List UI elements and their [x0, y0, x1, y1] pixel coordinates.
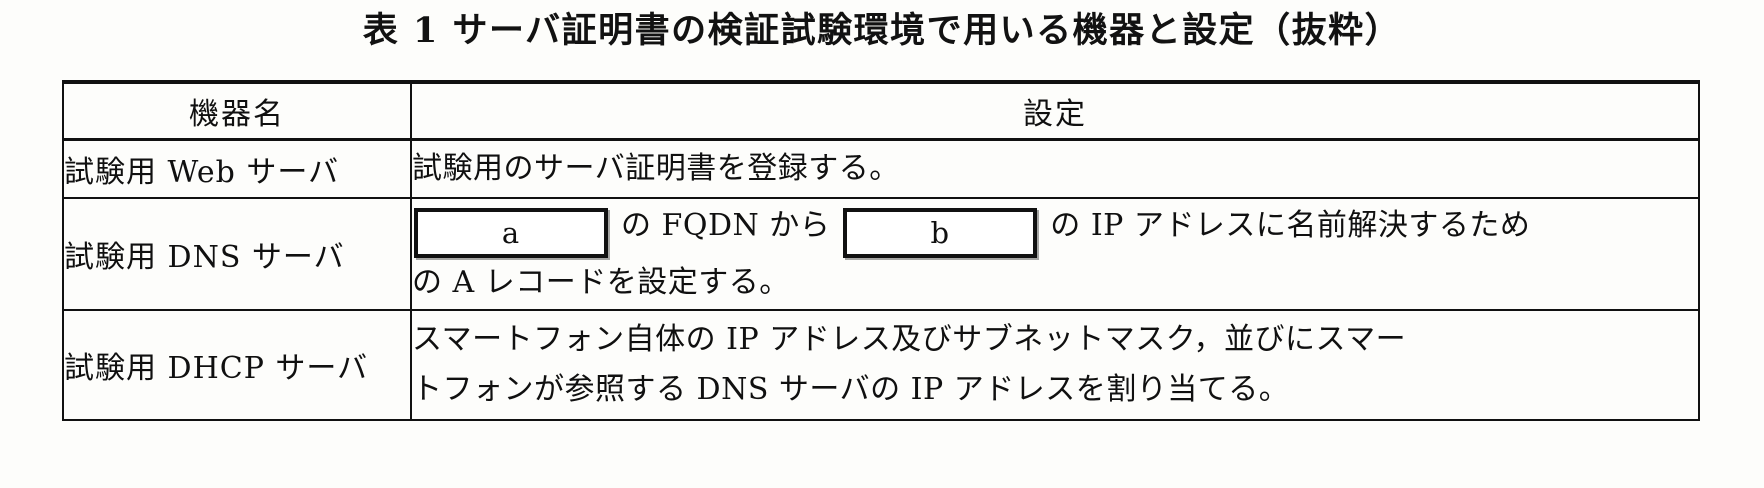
- column-header-device: 機器名: [62, 80, 412, 141]
- config-cell-web-server: 試験用のサーバ証明書を登録する。: [410, 138, 1700, 199]
- config-line-2: の A レコードを設定する。: [412, 264, 790, 300]
- device-name-dhcp-server: 試験用 DHCP サーバ: [62, 309, 412, 421]
- config-text-after-blank-a: の FQDN から: [621, 207, 831, 243]
- table-container: 機器名 設定 試験用 Web サーバ 試験用のサーバ証明書を登録する。 試験用 …: [62, 80, 1700, 421]
- table-row: 試験用 Web サーバ 試験用のサーバ証明書を登録する。: [62, 138, 1700, 199]
- config-line-2: トフォンが参照する DNS サーバの IP アドレスを割り当てる。: [412, 372, 1290, 407]
- device-name-dns-server: 試験用 DNS サーバ: [62, 197, 412, 311]
- config-text-after-blank-b: の IP アドレスに名前解決するため: [1050, 207, 1531, 243]
- config-line-1: スマートフォン自体の IP アドレス及びサブネットマスク，並びにスマー: [412, 322, 1407, 357]
- config-cell-dns-server: a の FQDN から b の IP アドレスに名前解決するため の A レコードを設…: [410, 197, 1700, 311]
- config-cell-dhcp-server: スマートフォン自体の IP アドレス及びサブネットマスク，並びにスマー トフォン…: [410, 309, 1700, 421]
- answer-blank-a[interactable]: a: [414, 207, 608, 258]
- column-header-config: 設定: [410, 80, 1700, 141]
- table-header-row: 機器名 設定: [62, 80, 1700, 141]
- config-line: 試験用のサーバ証明書を登録する。: [412, 151, 900, 186]
- table-row: 試験用 DNS サーバ a の FQDN から b の IP アドレスに名前解決するた…: [62, 197, 1700, 311]
- config-line-1: a の FQDN から b の IP アドレスに名前解決するため: [412, 201, 1698, 258]
- device-name-web-server: 試験用 Web サーバ: [62, 138, 412, 199]
- equipment-settings-table: 機器名 設定 試験用 Web サーバ 試験用のサーバ証明書を登録する。 試験用 …: [62, 80, 1700, 421]
- table-row: 試験用 DHCP サーバ スマートフォン自体の IP アドレス及びサブネットマス…: [62, 309, 1700, 421]
- answer-blank-b[interactable]: b: [843, 207, 1038, 258]
- table-caption: 表 1 サーバ証明書の検証試験環境で用いる機器と設定（抜粋）: [362, 10, 1402, 51]
